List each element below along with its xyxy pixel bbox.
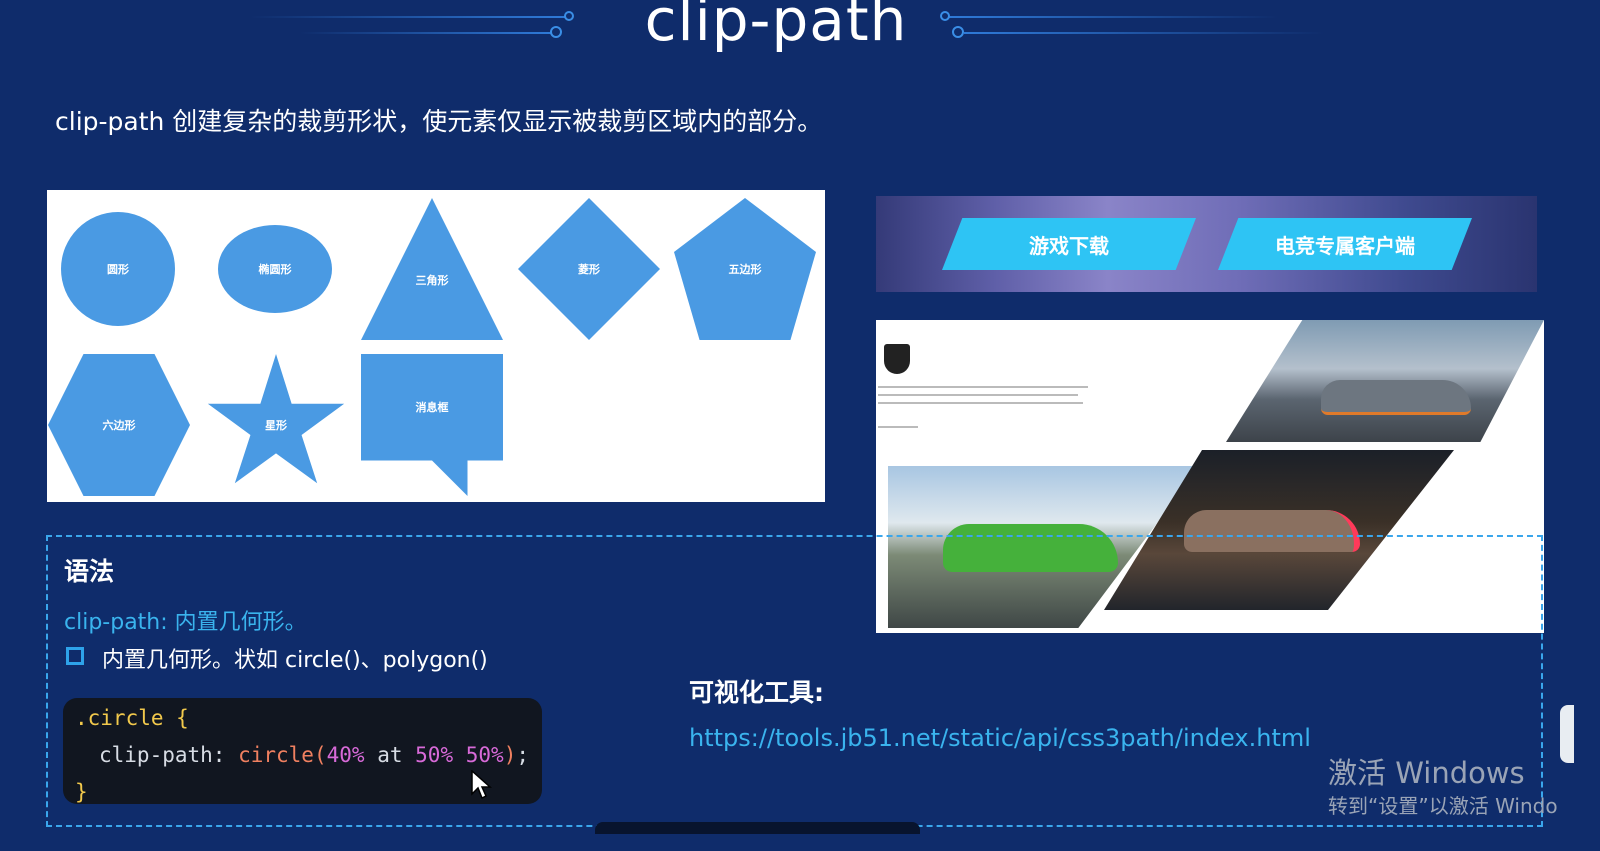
pentagon-shape: 五边形 [674,198,816,340]
header-decor-right-dot-top [940,11,950,21]
code-line-1: .circle { [75,700,542,737]
page-description: clip-path 创建复杂的裁剪形状，使元素仅显示被裁剪区域内的部分。 [55,107,823,136]
shape-label: 菱形 [578,263,600,276]
article-text-line [878,386,1088,388]
windows-watermark-title: 激活 Windows [1328,756,1525,790]
code-line-3: } [75,774,542,811]
code-function: circle [238,743,314,767]
car-collage-panel [876,320,1544,633]
article-text-line [878,394,1078,396]
article-text-line [878,402,1083,404]
header-decor-left-line-top [250,16,566,18]
shape-label: 五边形 [728,263,762,276]
visual-tool-link[interactable]: https://tools.jb51.net/static/api/css3pa… [689,724,1311,752]
code-line-2: clip-path: circle(40% at 50% 50%); [75,737,542,774]
code-keyword-at: at [377,743,403,767]
header-decor-left-line-bottom [300,32,552,34]
visual-tool-label: 可视化工具: [689,678,824,707]
triangle-shape: 三角形 [361,198,503,340]
esports-client-label: 电竞专属客户端 [1275,233,1415,258]
code-arg-radius: 40% [326,743,365,767]
hexagon-shape: 六边形 [48,354,190,496]
code-property: clip-path [99,743,213,767]
game-download-label: 游戏下载 [1029,233,1109,258]
code-paren-close: ) [503,743,517,767]
car-silhouette [1321,380,1471,415]
car-silhouette [943,524,1118,572]
code-semicolon: ; [516,743,529,767]
header-decor-right-dot-bottom [952,26,964,38]
side-edge-tab[interactable] [1560,705,1574,763]
bottom-overlay-bar [595,822,920,834]
ellipse-shape: 椭圆形 [218,225,332,313]
code-space [365,743,378,767]
rhombus-shape: 菱形 [518,198,660,340]
code-block: .circle { clip-path: circle(40% at 50% 5… [63,698,542,804]
syntax-definition: clip-path: 内置几何形。 [64,610,307,635]
windows-watermark-subtitle: 转到“设置”以激活 Windo [1328,794,1558,818]
game-download-button[interactable]: 游戏下载 [942,218,1196,270]
square-bullet-icon [66,647,84,665]
syntax-heading: 语法 [64,557,115,586]
code-space [453,743,466,767]
mouse-cursor-icon [471,770,492,800]
header-decor-left-dot-top [564,11,574,21]
lamborghini-logo [884,344,910,374]
code-selector: .circle [75,706,164,730]
code-space [403,743,416,767]
syntax-bullet-text: 内置几何形。状如 circle()、polygon() [102,648,488,673]
code-close-brace: } [75,780,88,804]
shapes-demo-panel: 圆形 椭圆形 三角形 菱形 五边形 六边形 星形 消息框 [47,190,825,502]
message-box-shape: 消息框 [361,354,503,496]
code-colon: : [212,743,239,767]
page-title: clip-path [644,0,908,54]
code-arg-y: 50% [465,743,504,767]
article-text-line [878,426,918,428]
code-arg-x: 50% [415,743,454,767]
shape-label: 圆形 [107,263,129,276]
header-decor-right-line-bottom [964,32,1324,34]
star-shape: 星形 [207,354,345,484]
car-silhouette [1184,510,1360,552]
shape-label: 星形 [265,419,287,432]
game-banner: 游戏下载 电竞专属客户端 [876,196,1537,292]
circle-shape: 圆形 [61,212,175,326]
code-open-brace: { [176,706,189,730]
shape-label: 六边形 [102,419,136,432]
header-decor-right-line-top [948,16,1278,18]
code-paren-open: ( [313,743,327,767]
header-decor-left-dot-bottom [550,26,562,38]
shape-label: 三角形 [415,274,449,287]
shape-label: 椭圆形 [258,263,292,276]
esports-client-button[interactable]: 电竞专属客户端 [1218,218,1472,270]
car-image-top [1226,320,1544,442]
shape-label: 消息框 [415,401,449,414]
